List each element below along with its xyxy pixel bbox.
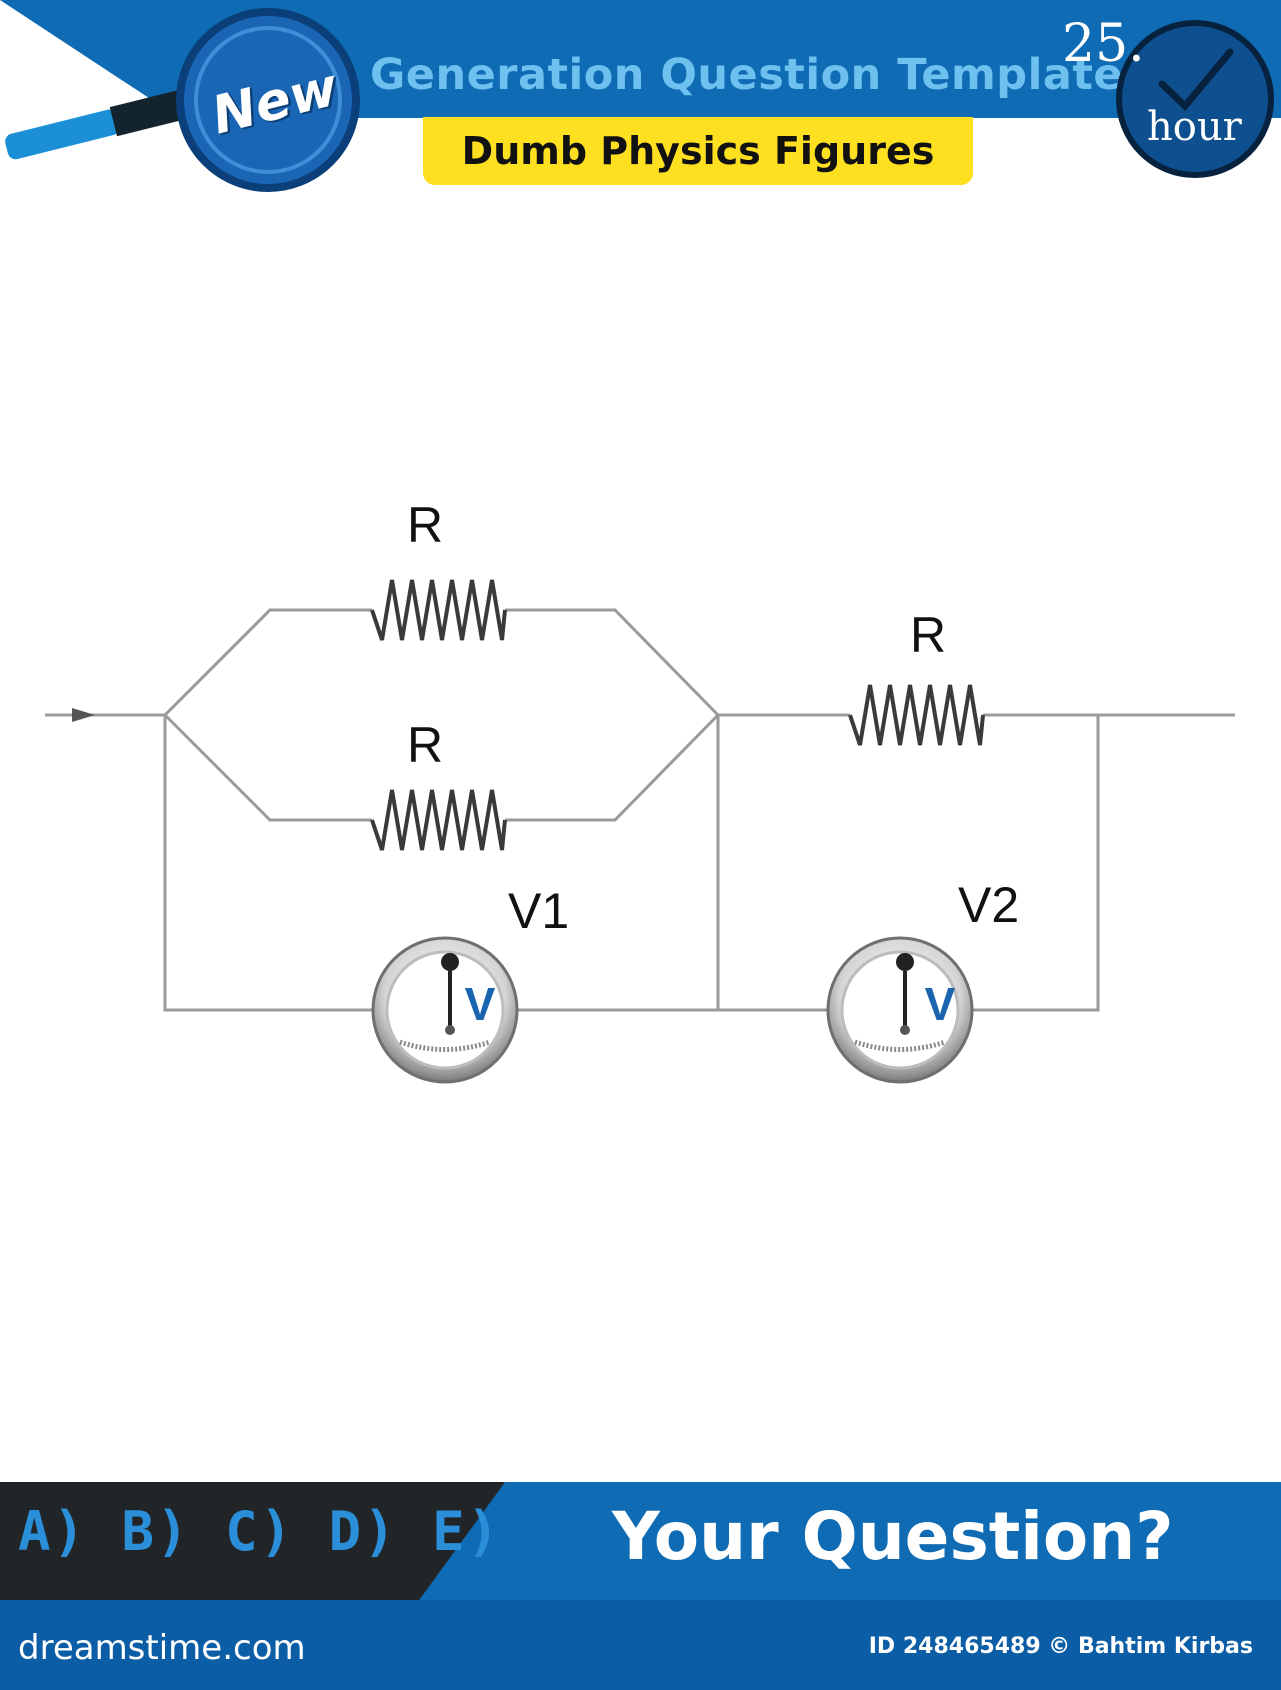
voltmeter-v2-symbol: V [925, 978, 956, 1030]
voltmeter-v1-label: V1 [508, 883, 569, 939]
v2-loop-wire [718, 715, 1100, 1012]
voltmeter-v1-icon: V [371, 936, 519, 1084]
bottom-branch-wire [163, 713, 720, 822]
clock-unit: hour [1147, 104, 1242, 150]
answer-options: A) B) C) D) E) [18, 1500, 502, 1563]
resistor-right-label: R [910, 607, 946, 663]
clock-icon [1116, 20, 1274, 178]
circuit-diagram: R R R V1 V2 V V [45, 497, 1235, 1084]
current-arrow-icon [72, 708, 95, 722]
voltmeter-v2-label: V2 [958, 877, 1019, 933]
header-title: Generation Question Template [370, 50, 1124, 100]
subtitle-banner: Dumb Physics Figures [423, 117, 973, 185]
site-logo: dreamstime.com [18, 1628, 306, 1668]
subtitle-text: Dumb Physics Figures [461, 129, 935, 173]
resistor-right [848, 684, 985, 746]
voltmeter-v1-symbol: V [465, 978, 496, 1030]
top-branch-wire [163, 608, 720, 717]
resistor-bottom [370, 789, 507, 851]
resistor-top-label: R [407, 497, 443, 553]
image-id: ID 248465489 © Bahtim Kirbas [868, 1634, 1253, 1659]
wires [45, 608, 1235, 1012]
clock-number: 25. [1062, 14, 1145, 74]
footer-options-panel [0, 1482, 505, 1600]
magnifier-icon [5, 8, 360, 192]
resistor-top [370, 579, 507, 641]
question-prompt: Your Question? [612, 1498, 1174, 1575]
resistor-bottom-label: R [407, 717, 443, 773]
watermark-strip [0, 1600, 1281, 1690]
voltmeter-v2-icon: V [826, 936, 974, 1084]
